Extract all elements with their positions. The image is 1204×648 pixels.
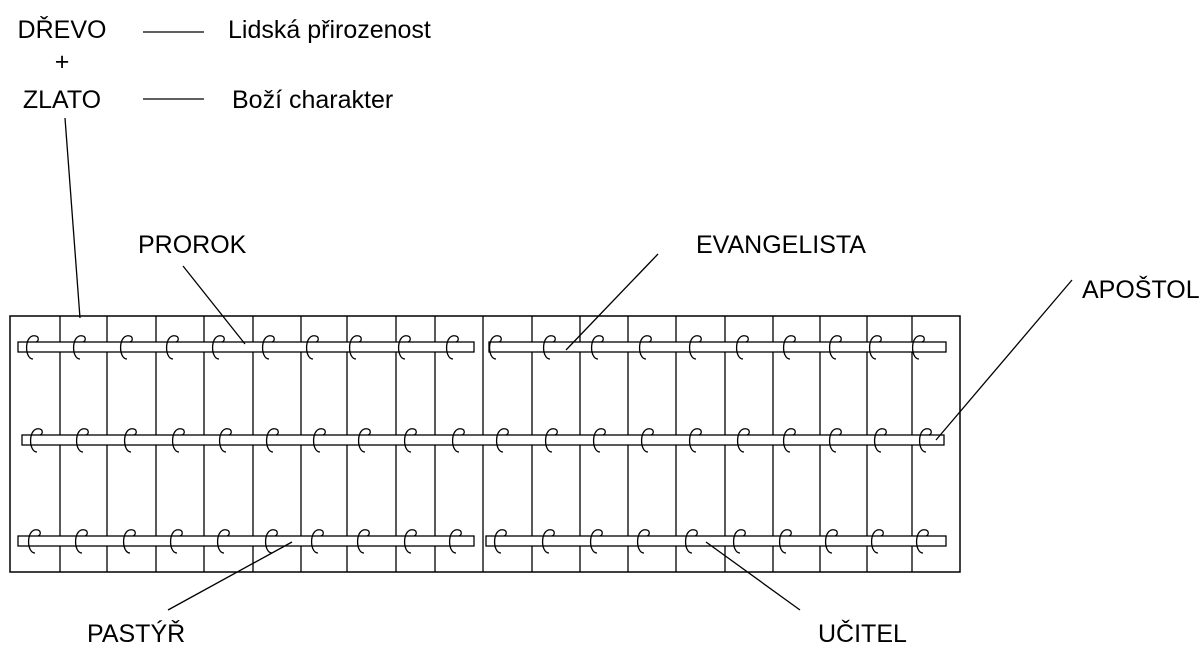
legend-gold-label: ZLATO bbox=[23, 86, 101, 114]
hook-icon bbox=[870, 529, 884, 554]
callout-apostle-label: APOŠTOL bbox=[1082, 275, 1200, 304]
hook-icon bbox=[356, 529, 370, 554]
hook-icon bbox=[264, 529, 278, 554]
hook-icon bbox=[541, 529, 555, 554]
hook-icon bbox=[357, 428, 371, 453]
hook-icon bbox=[310, 529, 324, 554]
hook-icon bbox=[590, 335, 604, 360]
hook-icon bbox=[165, 335, 179, 360]
hook-icon bbox=[589, 529, 603, 554]
legend-wood-label: DŘEVO bbox=[18, 15, 107, 44]
board bbox=[9, 315, 961, 573]
rod-middle bbox=[21, 434, 945, 446]
legend-wood-meaning: Lidská přirozenost bbox=[228, 16, 431, 44]
hook-icon bbox=[74, 529, 88, 554]
rod-top-right bbox=[488, 341, 947, 353]
rod-bottom-left bbox=[17, 535, 475, 547]
hook-icon bbox=[873, 428, 887, 453]
board-rods bbox=[17, 341, 947, 547]
board-hooks bbox=[25, 335, 932, 554]
hook-icon bbox=[119, 335, 133, 360]
hook-icon bbox=[828, 428, 842, 453]
callout-prophet-label: PROROK bbox=[138, 231, 247, 259]
rod-bottom-right bbox=[485, 535, 947, 547]
hook-icon bbox=[544, 428, 558, 453]
legend-plus-sign: + bbox=[55, 48, 70, 76]
hook-icon bbox=[25, 335, 39, 360]
hook-icon bbox=[261, 335, 275, 360]
hook-icon bbox=[782, 335, 796, 360]
hook-icon bbox=[448, 529, 462, 554]
hook-icon bbox=[75, 428, 89, 453]
callout-shepherd-label: PASTÝŘ bbox=[87, 619, 185, 648]
hook-icon bbox=[216, 529, 230, 554]
hook-icon bbox=[732, 529, 746, 554]
callout-evangelist-label: EVANGELISTA bbox=[696, 231, 866, 259]
hook-icon bbox=[29, 428, 43, 453]
hook-icon bbox=[305, 335, 319, 360]
hook-icon bbox=[684, 529, 698, 554]
hook-icon bbox=[688, 335, 702, 360]
hook-icon bbox=[171, 428, 185, 453]
callout-shepherd-leader bbox=[167, 541, 293, 611]
legend-gold-meaning: Boží charakter bbox=[232, 86, 393, 114]
hook-icon bbox=[636, 529, 650, 554]
hook-icon bbox=[911, 335, 925, 360]
hook-icon bbox=[211, 335, 225, 360]
hook-icon bbox=[403, 428, 417, 453]
hook-icon bbox=[218, 428, 232, 453]
callout-apostle-leader bbox=[935, 279, 1073, 441]
hook-icon bbox=[122, 529, 136, 554]
hook-icon bbox=[542, 335, 556, 360]
callout-teacher-leader bbox=[705, 541, 801, 611]
hook-icon bbox=[918, 428, 932, 453]
hook-icon bbox=[348, 335, 362, 360]
gold-pointer-line bbox=[64, 117, 81, 319]
hook-icon bbox=[688, 428, 702, 453]
hook-icon bbox=[27, 529, 41, 554]
hook-icon bbox=[828, 335, 842, 360]
hook-icon bbox=[782, 428, 796, 453]
hook-icon bbox=[123, 428, 137, 453]
hook-icon bbox=[493, 529, 507, 554]
hook-icon bbox=[445, 335, 459, 360]
hook-icon bbox=[403, 529, 417, 554]
hook-icon bbox=[265, 428, 279, 453]
hook-icon bbox=[451, 428, 465, 453]
hook-icon bbox=[640, 428, 654, 453]
hook-icon bbox=[735, 335, 749, 360]
hook-icon bbox=[169, 529, 183, 554]
hook-icon bbox=[488, 335, 502, 360]
hook-icon bbox=[868, 335, 882, 360]
hook-icon bbox=[72, 335, 86, 360]
rod-top-left bbox=[17, 341, 475, 353]
hook-icon bbox=[592, 428, 606, 453]
callout-evangelist-leader bbox=[565, 253, 659, 351]
hook-icon bbox=[397, 335, 411, 360]
hook-icon bbox=[495, 428, 509, 453]
hook-icon bbox=[824, 529, 838, 554]
hook-icon bbox=[736, 428, 750, 453]
hook-icon bbox=[638, 335, 652, 360]
hook-icon bbox=[312, 428, 326, 453]
callout-teacher-label: UČITEL bbox=[818, 619, 907, 648]
hook-icon bbox=[915, 529, 929, 554]
hook-icon bbox=[778, 529, 792, 554]
callout-prophet-leader bbox=[182, 265, 246, 345]
